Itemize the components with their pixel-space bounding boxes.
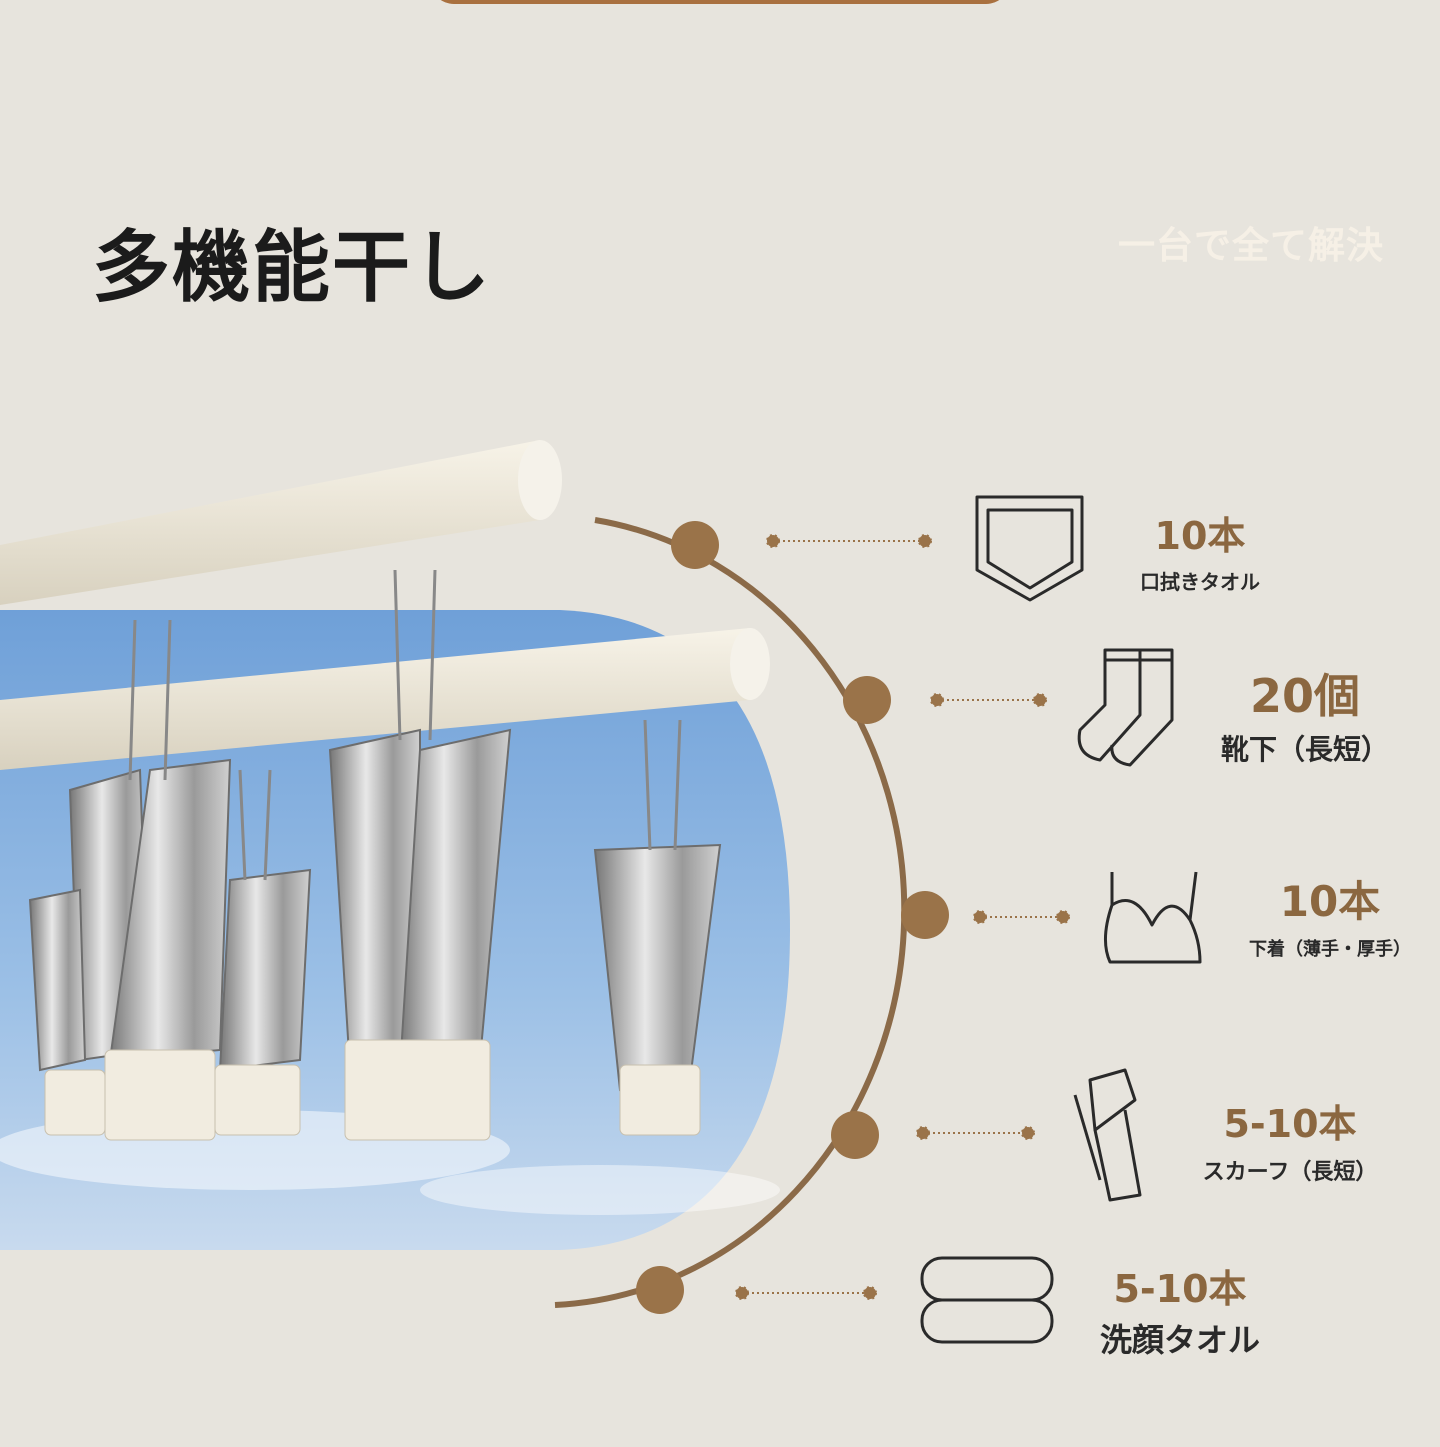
top-decoration	[430, 0, 1010, 4]
rail-front	[0, 628, 750, 770]
socks-icon	[1077, 648, 1174, 767]
item-scarf: 5-10本 スカーフ（長短）	[1180, 1093, 1400, 1186]
clip-tips	[44, 1039, 701, 1141]
item-count: 20個	[1249, 669, 1360, 723]
clips	[28, 728, 722, 1092]
item-label: スカーフ（長短）	[1202, 1160, 1378, 1185]
item-count: 5-10本	[1223, 1102, 1357, 1146]
item-label: 洗顔タオル	[1099, 1321, 1260, 1359]
item-socks: 20個 靴下（長短）	[1195, 660, 1415, 768]
item-label: 下着（薄手・厚手）	[1249, 939, 1411, 960]
item-mouth-towel: 10本 口拭きタオル	[1110, 505, 1290, 595]
item-count: 10本	[1154, 514, 1246, 558]
scarf-icon	[1073, 1068, 1142, 1202]
page-title: 多機能干し	[92, 223, 493, 313]
rail-back	[0, 440, 540, 605]
hooks	[128, 569, 682, 881]
item-label: 口拭きタオル	[1140, 570, 1260, 594]
folded-towel-icon	[920, 1256, 1054, 1344]
item-label: 靴下（長短）	[1220, 733, 1389, 766]
item-underwear: 10本 下着（薄手・厚手）	[1230, 868, 1430, 961]
item-count: 10本	[1279, 877, 1381, 926]
page-subtitle: 一台で全て解決	[1118, 224, 1384, 267]
pocket-towel-icon	[975, 495, 1084, 602]
connectors	[735, 534, 1070, 1300]
bra-icon	[1104, 871, 1202, 964]
item-face-towel: 5-10本 洗顔タオル	[1080, 1258, 1280, 1361]
item-count: 5-10本	[1113, 1267, 1247, 1311]
arc-dots	[636, 521, 949, 1314]
category-arc	[554, 517, 908, 1308]
